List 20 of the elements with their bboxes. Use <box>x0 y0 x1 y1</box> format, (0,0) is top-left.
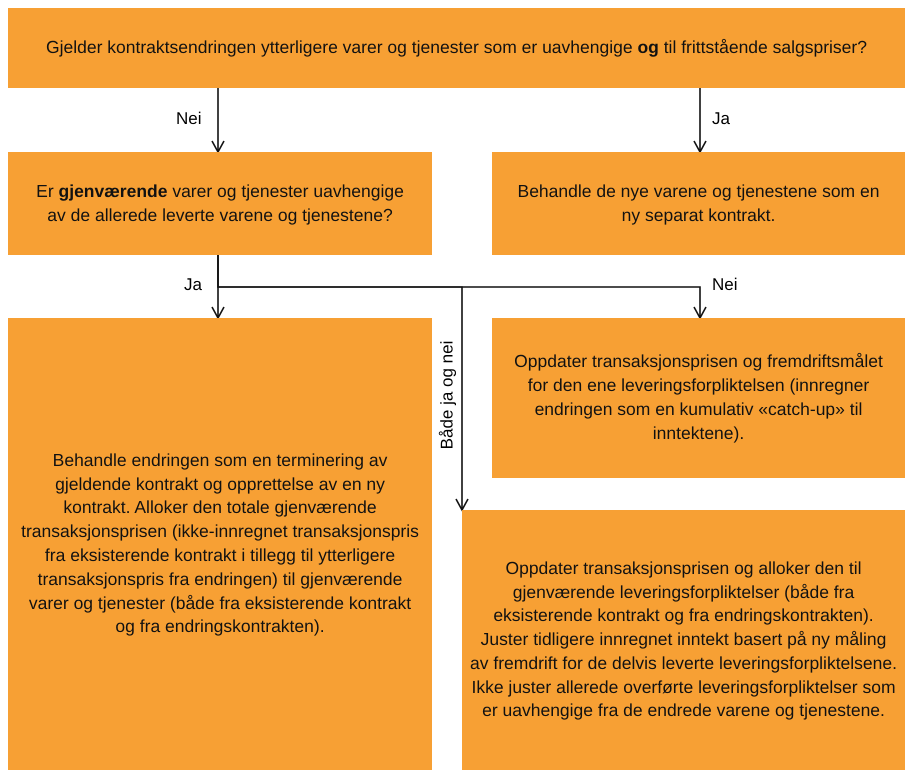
box-text: Gjelder kontraktsendringen ytterligere varer og tjenester som er uavhengige og til frittstående salgspriser? <box>46 36 867 60</box>
edge-label: Ja <box>184 276 202 293</box>
arrow <box>211 88 225 153</box>
process-box <box>8 152 432 255</box>
box-text: Oppdater transaksjonsprisen og fremdriftsmålet for den ene leveringsforpliktelsen (innregner endringen som en kumulativ «catch-up» til inntektene). <box>513 350 884 445</box>
process-box <box>462 510 905 770</box>
box-text: Behandle endringen som en terminering av gjeldende kontrakt og opprettelse av en ny kontrakt. Alloker den totale gjenværende transaksjonsprisen (ikke-innregnet transaksjonspris fra eksisterende kontrakt i tillegg til ytterligere transaksjonspris fra endringen) til gjenværende varer og tjenester (både fra eksisterende kontrakt og fra endringskontrakten). <box>20 448 420 638</box>
box-text: Er gjenværende varer og tjenester uavhengige av de allerede leverte varene og tjenestene? <box>35 180 405 227</box>
edge-label: Nei <box>176 110 202 127</box>
process-box <box>8 318 432 770</box>
process-box <box>492 318 905 478</box>
box-text: Behandle de nye varene og tjenestene som en ny separat kontrakt. <box>516 180 880 227</box>
box-text: Oppdater transaksjonsprisen og alloker den til gjenværende leveringsforpliktelser (både fra eksisterende kontrakt og fra endringskontrakten). Juster tidligere innregnet inntekt basert på ny måling av fremdrift for de delvis leverte leveringsforpliktelsene. Ikke juster allerede overførte leveringsforpliktelser som er uavhengige fra de endrede varene og tjenestene. <box>470 556 897 722</box>
arrow <box>217 255 469 511</box>
process-box <box>492 152 905 255</box>
edge-label: Nei <box>712 276 738 293</box>
process-box <box>8 8 905 88</box>
edge-label: Ja <box>712 110 730 127</box>
edge-label: Både ja og nei <box>438 340 456 450</box>
arrow <box>693 88 707 153</box>
